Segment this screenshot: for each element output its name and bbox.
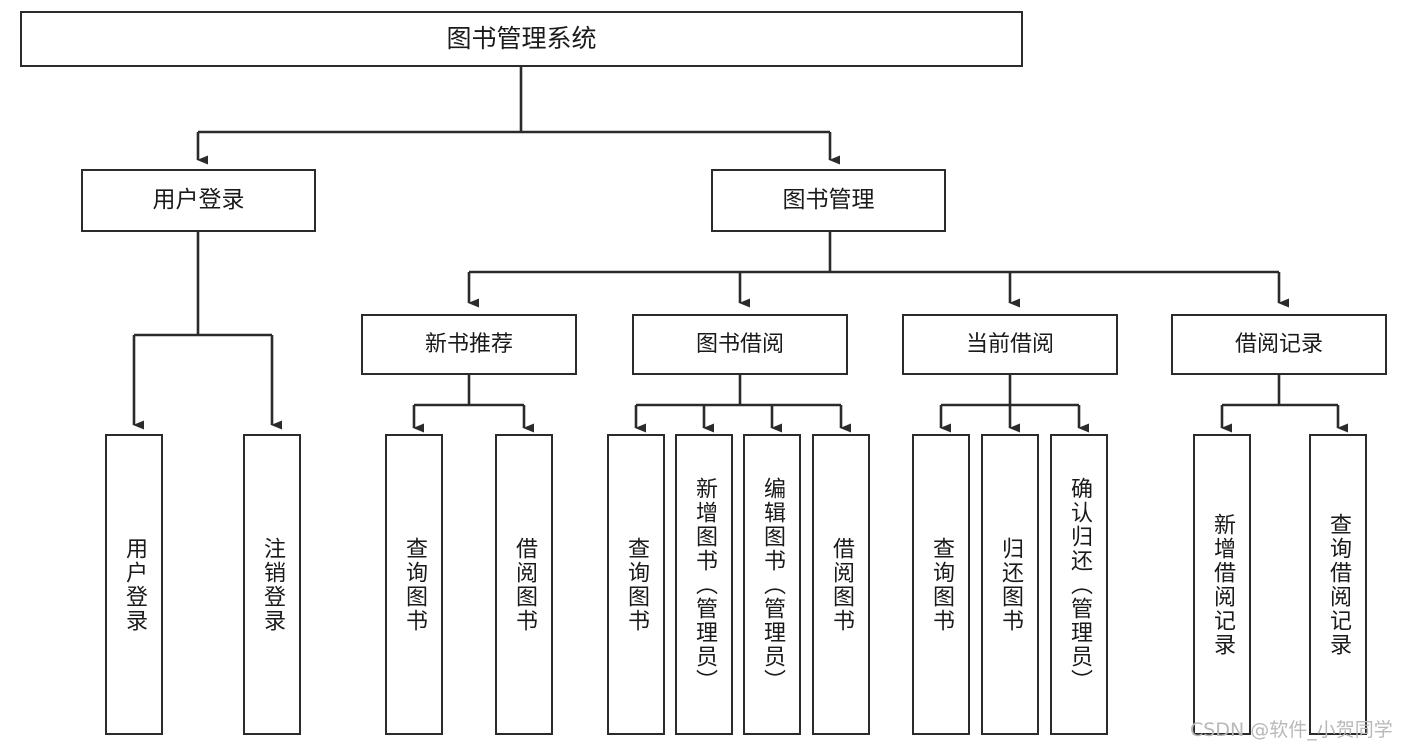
node-borrow-record[interactable]: 借阅记录: [1171, 314, 1387, 375]
node-leaf-borrow-book-bb[interactable]: 借阅图书: [812, 434, 870, 735]
node-leaf-query-book-nbr[interactable]: 查询图书: [385, 434, 443, 735]
node-label: 图书管理: [782, 186, 875, 213]
node-leaf-query-borrow-record[interactable]: 查询借阅记录: [1309, 434, 1367, 735]
node-leaf-add-borrow-record[interactable]: 新增借阅记录: [1193, 434, 1251, 735]
node-label: 归还图书: [998, 536, 1023, 633]
node-label: 查询借阅记录: [1326, 512, 1351, 657]
node-leaf-add-book-admin[interactable]: 新增图书（管理员）: [675, 434, 733, 735]
node-book-borrow[interactable]: 图书借阅: [632, 314, 848, 375]
node-label: 图书管理系统: [446, 24, 597, 54]
node-label: 用户登录: [152, 186, 245, 213]
node-leaf-confirm-return-admin[interactable]: 确认归还（管理员）: [1050, 434, 1108, 735]
node-new-book-recommend[interactable]: 新书推荐: [361, 314, 577, 375]
node-leaf-edit-book-admin[interactable]: 编辑图书（管理员）: [743, 434, 801, 735]
node-label: 编辑图书（管理员）: [760, 476, 785, 693]
node-label: 查询图书: [929, 536, 954, 633]
node-label: 查询图书: [402, 536, 427, 633]
node-leaf-query-book-cb[interactable]: 查询图书: [912, 434, 970, 735]
node-leaf-borrow-book-nbr[interactable]: 借阅图书: [495, 434, 553, 735]
node-leaf-return-book[interactable]: 归还图书: [981, 434, 1039, 735]
node-current-borrow[interactable]: 当前借阅: [902, 314, 1118, 375]
node-label: 新增图书（管理员）: [692, 476, 717, 693]
node-label: 当前借阅: [965, 331, 1054, 357]
node-label: 注销登录: [260, 536, 285, 633]
node-label: 确认归还（管理员）: [1067, 476, 1092, 693]
node-label: 查询图书: [624, 536, 649, 633]
node-root-system[interactable]: 图书管理系统: [20, 11, 1023, 67]
node-label: 用户登录: [122, 536, 147, 633]
node-user-login[interactable]: 用户登录: [81, 169, 316, 232]
node-leaf-user-login[interactable]: 用户登录: [105, 434, 163, 735]
node-label: 借阅记录: [1234, 331, 1323, 357]
node-book-management[interactable]: 图书管理: [711, 169, 946, 232]
node-label: 新书推荐: [424, 331, 513, 357]
node-leaf-logout[interactable]: 注销登录: [243, 434, 301, 735]
node-label: 图书借阅: [695, 331, 784, 357]
node-leaf-query-book-bb[interactable]: 查询图书: [607, 434, 665, 735]
node-label: 借阅图书: [512, 536, 537, 633]
node-label: 借阅图书: [829, 536, 854, 633]
node-label: 新增借阅记录: [1210, 512, 1235, 657]
